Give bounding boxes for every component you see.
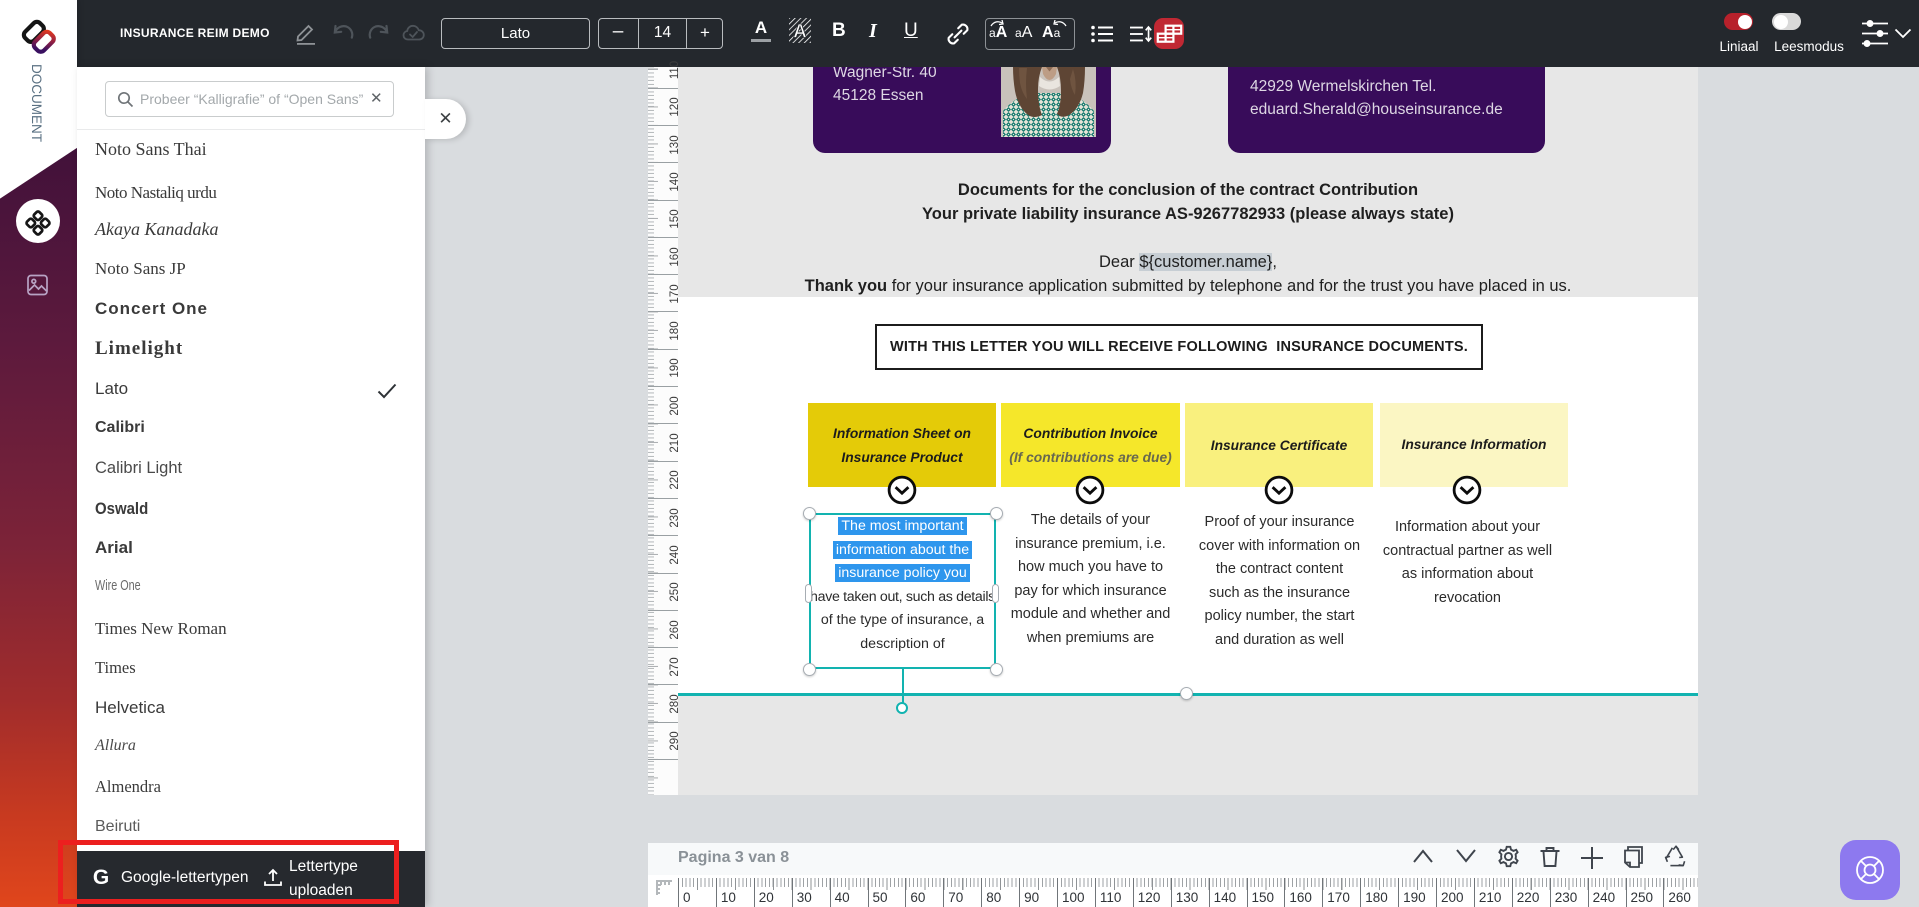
svg-text:A: A xyxy=(793,22,807,43)
